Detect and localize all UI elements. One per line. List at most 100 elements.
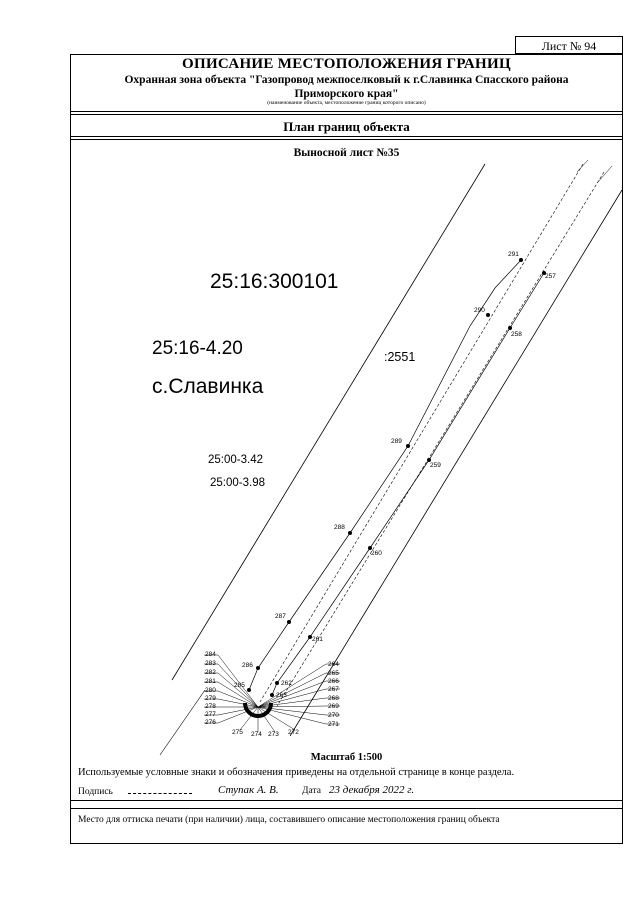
scale-label: Масштаб 1:500 — [310, 752, 383, 763]
point-286 — [256, 666, 260, 670]
signature-line — [128, 793, 192, 794]
label-parcel: :2551 — [384, 350, 415, 364]
point-259 — [427, 458, 431, 462]
parcel-boundary-right — [289, 189, 623, 737]
label-point-270: 270 — [328, 712, 339, 719]
fan-leader-line — [257, 697, 327, 708]
label-point-261: 261 — [312, 636, 323, 643]
label-point-269: 269 — [328, 703, 339, 710]
object-name-line-1: Охранная зона объекта "Газопровод межпос… — [124, 74, 569, 86]
map-labels: 25:16:300101 25:16-4.20 с.Славинка :2551… — [152, 270, 415, 489]
point-258 — [508, 326, 512, 330]
label-point-287: 287 — [275, 613, 286, 620]
label-settlement: с.Славинка — [152, 375, 264, 398]
plan-title-divider — [70, 136, 623, 137]
fan-leader-line — [217, 690, 259, 708]
label-point-277: 277 — [205, 711, 216, 718]
point-261 — [308, 635, 312, 639]
fan-leader-line — [257, 705, 327, 708]
fan-leader-line — [217, 654, 259, 708]
point-labels: 291 290 289 288 287 286 285 257 258 259 … — [205, 251, 556, 738]
plan-title-divider-2 — [70, 139, 623, 140]
header-divider — [70, 111, 623, 112]
document-title: ОПИСАНИЕ МЕСТОПОЛОЖЕНИЯ ГРАНИЦ — [182, 56, 511, 72]
point-289 — [406, 444, 410, 448]
label-point-264: 264 — [328, 661, 339, 668]
parcel-boundary-left — [171, 163, 486, 681]
label-point-285: 285 — [234, 682, 245, 689]
tick-top-1 — [576, 159, 589, 173]
fan-leader-line — [217, 672, 259, 708]
label-point-278: 278 — [205, 703, 216, 710]
date-label: Дата — [302, 786, 321, 796]
zone-boundary-left — [248, 259, 522, 691]
label-cadastral-quarter: 25:16:300101 — [210, 270, 338, 293]
point-260 — [368, 546, 372, 550]
boundary-lower-left — [159, 689, 206, 756]
point-287 — [287, 620, 291, 624]
label-point-276: 276 — [205, 719, 216, 726]
label-point-257: 257 — [545, 273, 556, 280]
fan-leader-line — [217, 698, 259, 708]
label-point-268: 268 — [328, 695, 339, 702]
sheet-label: Выносной лист №35 — [293, 147, 400, 159]
points-right — [270, 271, 546, 697]
label-point-265: 265 — [328, 670, 339, 677]
fan-leader-line — [217, 706, 259, 724]
signature-label: Подпись — [78, 787, 113, 797]
fan-leader-line — [257, 706, 296, 731]
fan-leader-line — [239, 706, 259, 731]
point-291 — [519, 258, 523, 262]
label-point-284: 284 — [205, 651, 216, 658]
label-point-291: 291 — [508, 251, 519, 258]
header-divider-2 — [70, 114, 623, 115]
label-point-263: 263 — [276, 692, 287, 699]
point-285 — [247, 688, 251, 692]
label-zone-b: 25:00-3.98 — [210, 477, 265, 489]
date-value: 23 декабря 2022 г. — [329, 784, 415, 796]
pipeline-end-arc — [243, 702, 273, 718]
fan-leader-line — [257, 706, 276, 733]
label-point-274: 274 — [251, 731, 262, 738]
label-point-290: 290 — [474, 307, 485, 314]
legend-note: Используемые условные знаки и обозначени… — [78, 767, 515, 778]
fan-leader-line — [217, 681, 259, 708]
stamp-divider — [70, 808, 623, 809]
label-point-267: 267 — [328, 686, 339, 693]
label-point-273: 273 — [268, 731, 279, 738]
label-point-260: 260 — [371, 550, 382, 557]
points-left — [247, 258, 523, 692]
fan-leader-line — [257, 672, 327, 708]
object-name-line-2: Приморского края" — [294, 88, 399, 100]
pipeline-axis-right — [276, 171, 605, 707]
label-point-279: 279 — [205, 695, 216, 702]
label-zone-a: 25:00-3.42 — [208, 454, 263, 466]
tick-top-2 — [597, 165, 613, 183]
fan-leader-line — [217, 663, 259, 708]
label-point-272: 272 — [288, 729, 299, 736]
fan-leader-line — [257, 663, 327, 708]
point-290 — [486, 313, 490, 317]
label-point-289: 289 — [391, 438, 402, 445]
label-point-282: 282 — [205, 669, 216, 676]
fan-leader-line — [217, 706, 259, 716]
label-point-288: 288 — [334, 524, 345, 531]
label-point-271: 271 — [328, 721, 339, 728]
pipeline-axis-left — [259, 163, 584, 703]
sheet-number: Лист № 94 — [515, 36, 623, 54]
label-zone: 25:16-4.20 — [152, 338, 243, 359]
label-point-259: 259 — [430, 462, 441, 469]
label-point-286: 286 — [242, 662, 253, 669]
label-point-266: 266 — [328, 678, 339, 685]
point-288 — [348, 531, 352, 535]
document-frame — [70, 54, 623, 844]
fan-leader-line — [257, 688, 327, 708]
point-262 — [275, 681, 279, 685]
signature-divider — [70, 800, 623, 801]
label-point-280: 280 — [205, 687, 216, 694]
object-caption: (наименование объекта, местоположение гр… — [267, 100, 426, 106]
stamp-note: Место для оттиска печати (при наличии) л… — [78, 815, 500, 825]
label-point-258: 258 — [511, 331, 522, 338]
label-point-283: 283 — [205, 660, 216, 667]
point-263 — [270, 693, 274, 697]
